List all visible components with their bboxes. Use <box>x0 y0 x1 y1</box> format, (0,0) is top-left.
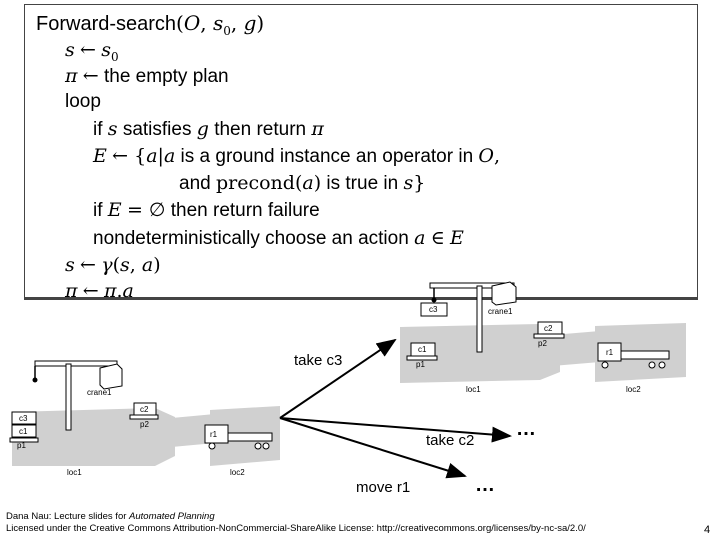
right-pallet-p2 <box>533 333 565 339</box>
left-label-loc1: loc1 <box>67 468 82 477</box>
algorithm-line-1: s ← s0 <box>65 39 119 64</box>
right-container-c3 <box>420 302 448 317</box>
algorithm-line-7: if E = ∅ then return failure <box>93 199 320 221</box>
algorithm-line-4: if s satisfies g then return π <box>93 118 324 140</box>
right-robot <box>597 342 670 369</box>
left-container-c2 <box>133 402 157 416</box>
ellipsis-move-r1: … <box>475 474 495 496</box>
footer-line-2: Licensed under the Creative Commons Attr… <box>6 523 586 534</box>
right-label-c2: c2 <box>544 324 553 333</box>
left-label-p1: p1 <box>17 441 26 450</box>
algorithm-line-9: s ← γ(s, a) <box>65 254 161 276</box>
right-state <box>400 281 686 383</box>
arrow-take-c3 <box>279 338 397 419</box>
arrow-take-c2 <box>279 417 512 443</box>
algorithm-line-8: nondeterministically choose an action a … <box>93 227 464 249</box>
right-label-crane: crane1 <box>488 307 513 316</box>
left-label-crane: crane1 <box>87 388 112 397</box>
left-crane <box>32 360 123 431</box>
left-robot <box>204 424 273 450</box>
right-label-r1: r1 <box>606 348 614 357</box>
action-label-take-c2: take c2 <box>426 432 475 449</box>
left-pallet-p2 <box>129 414 159 420</box>
action-label-move-r1: move r1 <box>356 479 411 496</box>
algorithm-name: Forward-search <box>36 13 177 35</box>
right-label-p1: p1 <box>416 360 425 369</box>
footer-line-1: Dana Nau: Lecture slides for Automated P… <box>6 511 215 522</box>
footer-credits: Dana Nau: Lecture slides for Automated P… <box>6 511 586 535</box>
algorithm-line-2: π ← the empty plan <box>65 65 229 87</box>
action-label-take-c3: take c3 <box>294 352 343 369</box>
left-pallet-p1 <box>9 437 39 443</box>
right-road <box>540 331 600 367</box>
left-label-p2: p2 <box>140 420 149 429</box>
algorithm-line-3: loop <box>65 91 101 112</box>
right-crane <box>420 281 517 353</box>
page-number: 4 <box>704 524 711 536</box>
left-loc1-ground <box>12 408 175 466</box>
right-label-c1: c1 <box>418 345 427 354</box>
algorithm-box: Forward-search(O, s0, g) s ← s0 π ← the … <box>24 4 698 302</box>
left-label-loc2: loc2 <box>230 468 245 477</box>
arrow-move-r1 <box>279 417 467 479</box>
right-container-c1 <box>410 342 436 357</box>
left-label-c1: c1 <box>19 427 28 436</box>
algorithm-line-10: π ← π.a <box>65 280 134 302</box>
algorithm-line-6: and precond(a) is true in s} <box>179 172 426 194</box>
left-label-r1: r1 <box>210 430 218 439</box>
ellipsis-take-c2: … <box>516 418 536 440</box>
right-container-c2 <box>537 321 563 335</box>
right-label-p2: p2 <box>538 339 547 348</box>
right-label-c3: c3 <box>429 305 438 314</box>
right-label-loc2: loc2 <box>626 385 641 394</box>
left-label-c2: c2 <box>140 405 149 414</box>
right-label-loc1: loc1 <box>466 385 481 394</box>
left-road <box>150 414 215 449</box>
left-container-c3 <box>11 411 37 425</box>
right-loc1-ground <box>400 324 560 383</box>
left-container-c1 <box>11 424 37 438</box>
footer-book-title: Automated Planning <box>129 511 215 522</box>
left-state <box>9 360 280 466</box>
algorithm-title: Forward-search(O, s0, g) <box>36 11 265 38</box>
algorithm-line-5: E ← {a|a is a ground instance an operato… <box>93 145 501 167</box>
left-label-c3: c3 <box>19 414 28 423</box>
